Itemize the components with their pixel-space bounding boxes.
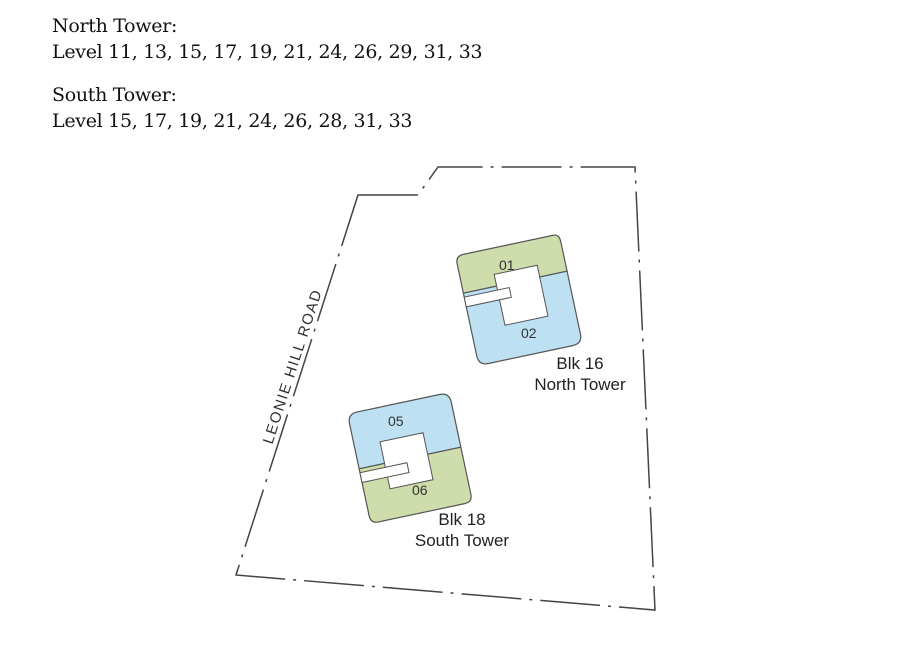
unit-06-label: 06 bbox=[412, 482, 428, 498]
south-tower-heading: South Tower: bbox=[52, 84, 177, 106]
north-tower-levels: Level 11, 13, 15, 17, 19, 21, 24, 26, 29… bbox=[52, 41, 483, 63]
north-tower-name: North Tower bbox=[534, 375, 626, 394]
north-tower-block-number: Blk 16 bbox=[556, 354, 604, 373]
south-tower-block bbox=[348, 393, 472, 523]
south-tower-name: South Tower bbox=[414, 531, 510, 550]
site-boundary bbox=[234, 166, 656, 611]
unit-01-label: 01 bbox=[499, 257, 515, 273]
south-tower-block-number: Blk 18 bbox=[438, 510, 486, 529]
unit-02-label: 02 bbox=[521, 325, 537, 341]
north-tower-block bbox=[456, 234, 582, 365]
unit-05-label: 05 bbox=[388, 413, 404, 429]
south-tower-levels: Level 15, 17, 19, 21, 24, 26, 28, 31, 33 bbox=[52, 110, 413, 132]
unit-01-shape bbox=[456, 234, 568, 294]
south-tower-label: Blk 18 South Tower bbox=[402, 509, 522, 551]
north-tower-heading: North Tower: bbox=[52, 15, 178, 37]
unit-05-shape bbox=[348, 393, 462, 470]
north-tower-label: Blk 16 North Tower bbox=[520, 353, 640, 395]
